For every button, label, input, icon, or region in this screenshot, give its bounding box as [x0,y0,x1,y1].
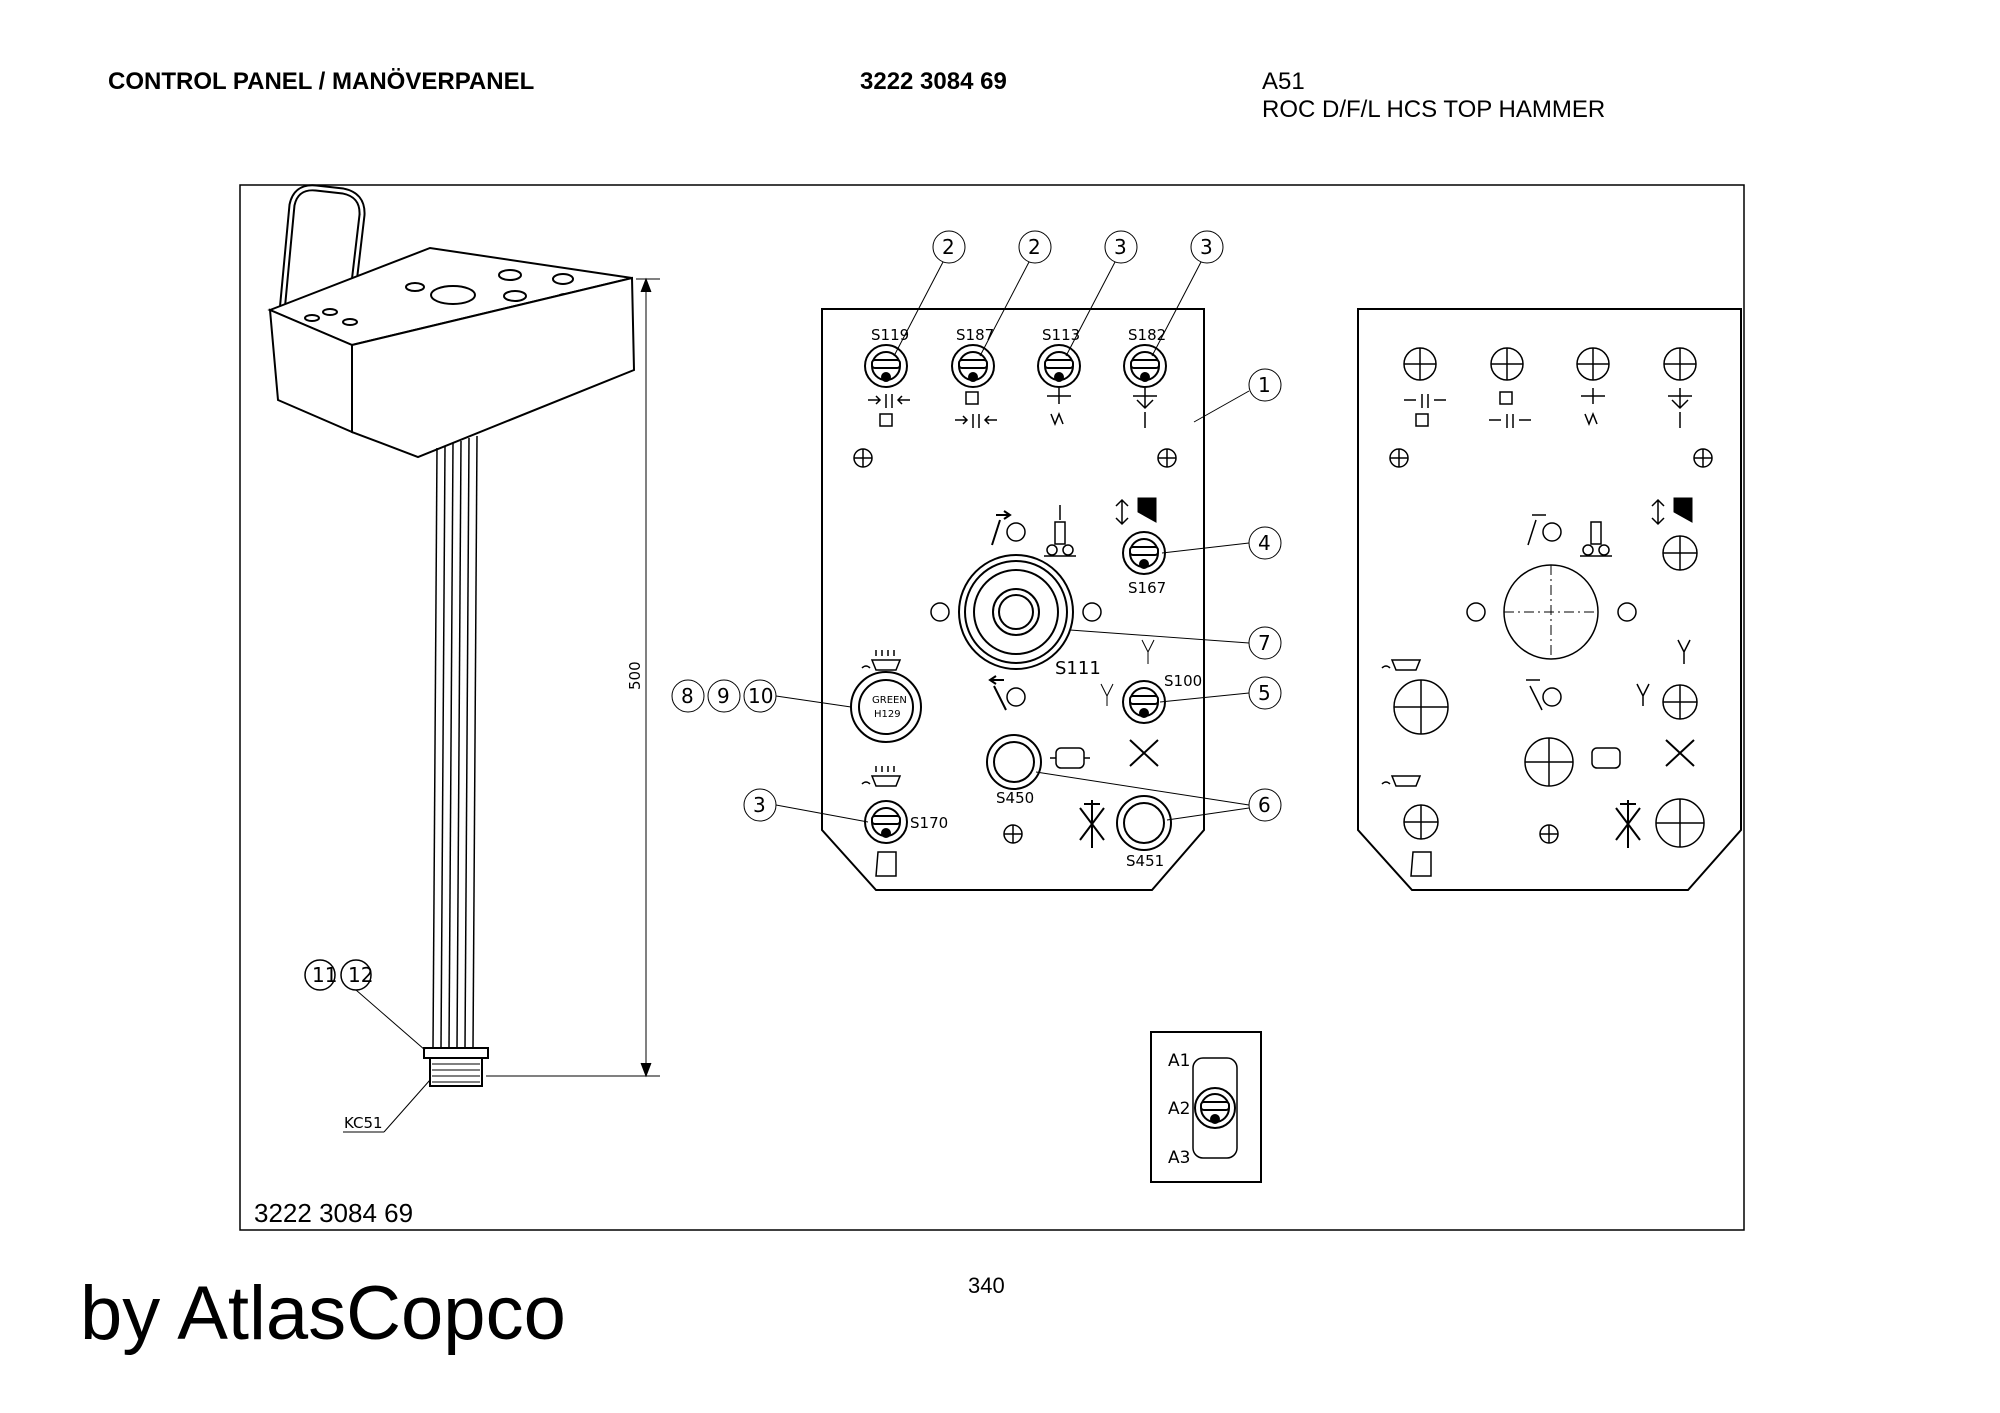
selector-a1: A1 [1168,1051,1190,1071]
switch-s182 [1123,344,1167,388]
label-s100: S100 [1164,672,1202,690]
selector-a3: A3 [1168,1148,1190,1168]
header-part-number: 3222 3084 69 [860,68,1007,95]
indicator-text-green: GREEN [872,695,907,706]
callout-2b: 2 [1028,235,1041,259]
callout-3b: 3 [1200,235,1213,259]
callout-3c: 3 [753,793,766,817]
callout-4: 4 [1258,531,1271,555]
feed-pictogram-icon [1133,388,1157,428]
callout-10: 10 [748,684,773,708]
switch-s167 [1115,497,1166,575]
panel-cutout-view [1357,308,1742,891]
switch-s100 [1100,639,1166,767]
brand-watermark: by AtlasCopco [80,1271,566,1356]
page-number: 340 [968,1273,1005,1298]
rod-pictogram-icon [879,413,893,427]
label-s187: S187 [956,326,994,344]
console-3d-view [267,184,636,1087]
header-code: A51 [1262,68,1305,95]
callout-9: 9 [717,684,730,708]
pushbutton-s451 [1079,795,1172,851]
drawing-title: CONTROL PANEL / MANÖVERPANEL [108,68,535,95]
cable-callouts [304,959,431,1133]
label-s119: S119 [871,326,909,344]
drawing-frame [239,184,1745,1231]
dimension-label: 500 [626,661,644,690]
panel-front-populated [821,308,1205,891]
callout-6: 6 [1258,793,1271,817]
hammer-pictogram-icon [868,394,910,408]
label-s170: S170 [910,814,948,832]
label-s167: S167 [1128,579,1166,597]
screw-holes [853,448,1177,844]
dimension-500: 500 [486,277,660,1078]
switch-s113 [1037,344,1081,388]
callout-8: 8 [681,684,694,708]
joystick-s111 [930,505,1102,711]
callout-12: 12 [348,963,373,987]
pushbutton-s450 [986,734,1090,790]
selector-detail [1150,1031,1262,1183]
footer-part-number: 3222 3084 69 [254,1198,414,1228]
callout-7: 7 [1258,631,1271,655]
header-model: ROC D/F/L HCS TOP HAMMER [1262,96,1606,123]
indicator-text-h129: H129 [874,709,901,720]
label-s111: S111 [1055,658,1101,679]
callout-leaders [671,230,1282,823]
switch-s170 [861,766,908,877]
callout-11: 11 [312,963,337,987]
callout-2a: 2 [942,235,955,259]
label-s450: S450 [996,789,1034,807]
flushing-pictogram-icon [1047,388,1071,427]
label-s451: S451 [1126,852,1164,870]
label-s113: S113 [1042,326,1080,344]
switch-s119 [864,344,908,388]
selector-a2: A2 [1168,1099,1190,1119]
connector-label: KC51 [344,1114,383,1132]
label-s182: S182 [1128,326,1166,344]
callout-5: 5 [1258,681,1271,705]
rod-coupling-icon [965,391,979,405]
callout-1: 1 [1258,373,1271,397]
switch-s187 [951,344,995,388]
callout-3a: 3 [1114,235,1127,259]
